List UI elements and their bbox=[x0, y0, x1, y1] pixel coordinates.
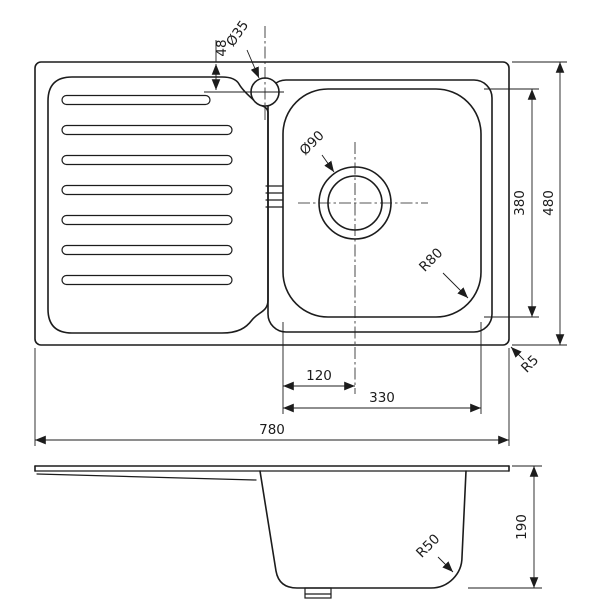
bowl-rim bbox=[267, 79, 493, 333]
dim-bowl-length: 380 bbox=[512, 190, 528, 216]
dim-drain-diameter: Ø90 bbox=[297, 128, 328, 159]
overflow-marks bbox=[265, 185, 284, 208]
drainboard-slope bbox=[36, 473, 257, 481]
plan-dimensions: 48 Ø35 Ø90 R80 R5 380 480 bbox=[34, 18, 567, 446]
dim-bowl-width: 330 bbox=[369, 390, 395, 406]
dim-overall-length: 480 bbox=[541, 190, 557, 216]
dim-edge-radius: R5 bbox=[518, 352, 542, 376]
sink-outer-edge bbox=[34, 61, 510, 346]
dim-bowl-bottom-radius: R50 bbox=[413, 531, 443, 561]
side-dimensions: 190 bbox=[468, 465, 542, 589]
dim-overall-width: 780 bbox=[259, 422, 285, 438]
centerlines bbox=[264, 26, 428, 394]
dim-bowl-corner-radius: R80 bbox=[416, 245, 446, 275]
bowl bbox=[282, 88, 482, 318]
dim-tap-offset: 48 bbox=[214, 39, 230, 56]
plan-view: 48 Ø35 Ø90 R80 R5 380 480 bbox=[34, 18, 567, 446]
drain-stub bbox=[304, 587, 332, 599]
dim-bowl-depth: 190 bbox=[514, 514, 530, 540]
drainboard-slots bbox=[61, 94, 233, 286]
bowl-profile bbox=[259, 470, 467, 589]
drainboard-recess bbox=[47, 76, 269, 334]
side-view: R50 190 bbox=[34, 465, 542, 599]
dim-drain-offset: 120 bbox=[306, 368, 332, 384]
